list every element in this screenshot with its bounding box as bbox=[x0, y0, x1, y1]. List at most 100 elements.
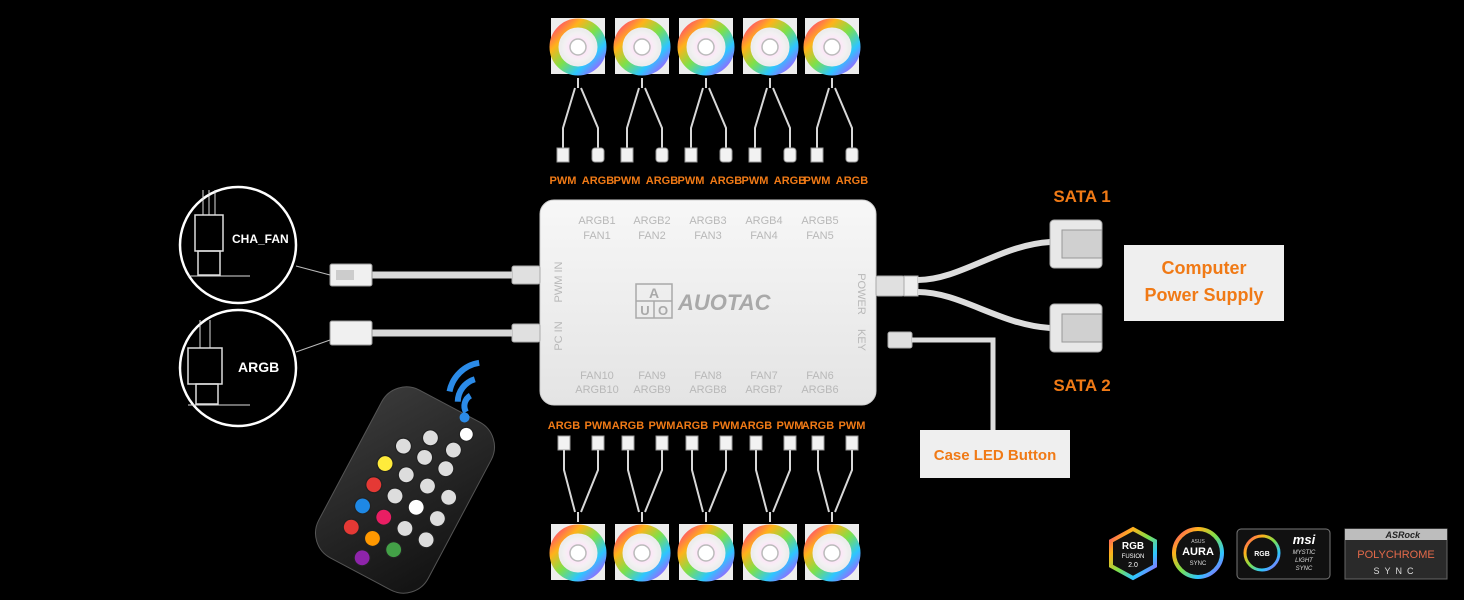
bottom-port-a-label-1: ARGB bbox=[548, 420, 580, 432]
remote-button-16 bbox=[375, 508, 393, 526]
hub-top-slot-l2-5: FAN5 bbox=[806, 230, 834, 242]
rgb-fusion-l3: 2.0 bbox=[1128, 562, 1138, 569]
bottom-port-a-label-4: ARGB bbox=[740, 420, 772, 432]
remote-button-3 bbox=[444, 441, 463, 459]
remote-control bbox=[315, 386, 495, 594]
remote-button-12 bbox=[386, 487, 404, 505]
bottom-port-a-label-5: ARGB bbox=[802, 420, 834, 432]
asrock-polychrome-logo: ASRock POLYCHROME SYNC bbox=[1344, 528, 1448, 580]
top-port-a-label-5: PWM bbox=[804, 175, 831, 187]
logo-letter-o: O bbox=[658, 303, 668, 318]
bottom-port-b-label-4: PWM bbox=[777, 420, 804, 432]
msi-l3: SYNC bbox=[1296, 566, 1313, 572]
rgb-fusion-l1: RGB bbox=[1122, 541, 1144, 552]
asus-aura-logo: ASUS AURA SYNC bbox=[1172, 527, 1224, 579]
top-fan-2 bbox=[613, 18, 671, 76]
sata-power-cable bbox=[903, 219, 1103, 353]
remote-button-18 bbox=[417, 531, 435, 549]
bottom-fan-wire-4 bbox=[749, 435, 797, 522]
remote-button-11 bbox=[365, 476, 383, 494]
hub-top-slot-l1-4: ARGB4 bbox=[745, 215, 782, 227]
top-fan-wire-2 bbox=[620, 78, 669, 163]
aura-l1: ASUS bbox=[1191, 539, 1205, 545]
hub-bottom-slot-l1-5: FAN6 bbox=[806, 370, 834, 382]
rgb-fusion-logo: RGB FUSION 2.0 bbox=[1109, 526, 1157, 581]
argb-header-label: ARGB bbox=[238, 359, 279, 375]
bottom-fan-3 bbox=[677, 524, 735, 582]
top-port-a-label-3: PWM bbox=[678, 175, 705, 187]
remote-button-1 bbox=[458, 426, 474, 442]
sata2-label: SATA 2 bbox=[1053, 376, 1110, 395]
bottom-fan-5 bbox=[803, 524, 861, 582]
motherboard-cables bbox=[295, 263, 512, 353]
hub-top-slot-l2-3: FAN3 bbox=[694, 230, 722, 242]
top-fan-5 bbox=[803, 18, 861, 76]
rgb-fusion-l2: FUSION bbox=[1122, 554, 1145, 560]
auotac-logo: A U O AUOTAC bbox=[635, 283, 772, 319]
hub-top-slot-l2-4: FAN4 bbox=[750, 230, 778, 242]
hub-bottom-slot-l2-5: ARGB6 bbox=[801, 384, 838, 396]
case-led-button-box: Case LED Button bbox=[920, 430, 1070, 478]
hub-bottom-slot-l1-1: FAN10 bbox=[580, 370, 614, 382]
remote-button-19 bbox=[342, 518, 360, 536]
remote-button-20 bbox=[363, 529, 382, 547]
remote-button-2 bbox=[421, 429, 440, 447]
remote-button-22 bbox=[353, 549, 371, 567]
bottom-port-b-label-5: PWM bbox=[839, 420, 866, 432]
remote-button-15 bbox=[353, 497, 372, 515]
remote-button-8 bbox=[397, 466, 415, 484]
remote-button-6 bbox=[437, 460, 455, 478]
top-fan-3 bbox=[677, 18, 735, 76]
remote-button-9 bbox=[418, 477, 437, 495]
asrock-l2: SYNC bbox=[1373, 566, 1418, 576]
key-cable bbox=[912, 337, 996, 430]
top-port-b-label-1: ARGB bbox=[582, 175, 614, 187]
power-label: POWER bbox=[855, 273, 867, 315]
remote-button-13 bbox=[407, 498, 425, 516]
argb-header-closeup: ARGB bbox=[178, 308, 298, 428]
remote-button-17 bbox=[396, 519, 414, 538]
top-port-a-label-4: PWM bbox=[742, 175, 769, 187]
hub-top-slot-l1-5: ARGB5 bbox=[801, 215, 838, 227]
cha-fan-header-closeup: CHA_FAN bbox=[178, 185, 298, 305]
bottom-fan-1 bbox=[549, 524, 607, 582]
bottom-port-b-label-1: PWM bbox=[585, 420, 612, 432]
logo-letter-u: U bbox=[640, 303, 649, 318]
top-port-b-label-3: ARGB bbox=[710, 175, 742, 187]
cha-fan-label: CHA_FAN bbox=[232, 232, 289, 246]
remote-button-7 bbox=[376, 454, 394, 473]
hub-bottom-slot-l1-4: FAN7 bbox=[750, 370, 778, 382]
bottom-fan-4 bbox=[741, 524, 799, 582]
bottom-port-b-label-3: PWM bbox=[713, 420, 740, 432]
remote-button-21 bbox=[385, 541, 403, 559]
hub-top-slot-l1-1: ARGB1 bbox=[578, 215, 615, 227]
top-fan-wire-3 bbox=[684, 78, 733, 163]
msi-l2: LIGHT bbox=[1295, 558, 1314, 564]
bottom-fan-wire-3 bbox=[685, 435, 733, 522]
msi-brand: msi bbox=[1293, 532, 1316, 547]
bottom-fan-2 bbox=[613, 524, 671, 582]
bottom-port-a-label-2: ARGB bbox=[612, 420, 644, 432]
top-fan-4 bbox=[741, 18, 799, 76]
remote-button-10 bbox=[440, 488, 458, 506]
bottom-fan-wire-5 bbox=[811, 435, 859, 522]
asrock-l1: POLYCHROME bbox=[1357, 549, 1434, 561]
remote-button-14 bbox=[428, 509, 446, 528]
hub-top-slot-l2-1: FAN1 bbox=[583, 230, 611, 242]
fan-hub: ARGB1FAN1ARGB2FAN2ARGB3FAN3ARGB4FAN4ARGB… bbox=[511, 199, 913, 406]
aura-l2: AURA bbox=[1182, 546, 1214, 558]
hub-bottom-slot-l2-1: ARGB10 bbox=[575, 384, 618, 396]
brand-name: AUOTAC bbox=[677, 290, 772, 315]
logo-letter-a: A bbox=[649, 285, 659, 301]
wireless-signal-icon bbox=[446, 359, 480, 423]
hub-top-slot-l2-2: FAN2 bbox=[638, 230, 666, 242]
hub-bottom-slot-l1-3: FAN8 bbox=[694, 370, 722, 382]
key-label: KEY bbox=[855, 329, 867, 352]
bottom-fan-wire-2 bbox=[621, 435, 669, 522]
pwm-in-label: PWM IN bbox=[553, 261, 565, 302]
msi-mystic-light-logo: RGB msi MYSTIC LIGHT SYNC bbox=[1236, 528, 1331, 580]
hub-bottom-slot-l2-2: ARGB9 bbox=[633, 384, 670, 396]
top-port-b-label-2: ARGB bbox=[646, 175, 678, 187]
remote-button-4 bbox=[394, 437, 413, 455]
